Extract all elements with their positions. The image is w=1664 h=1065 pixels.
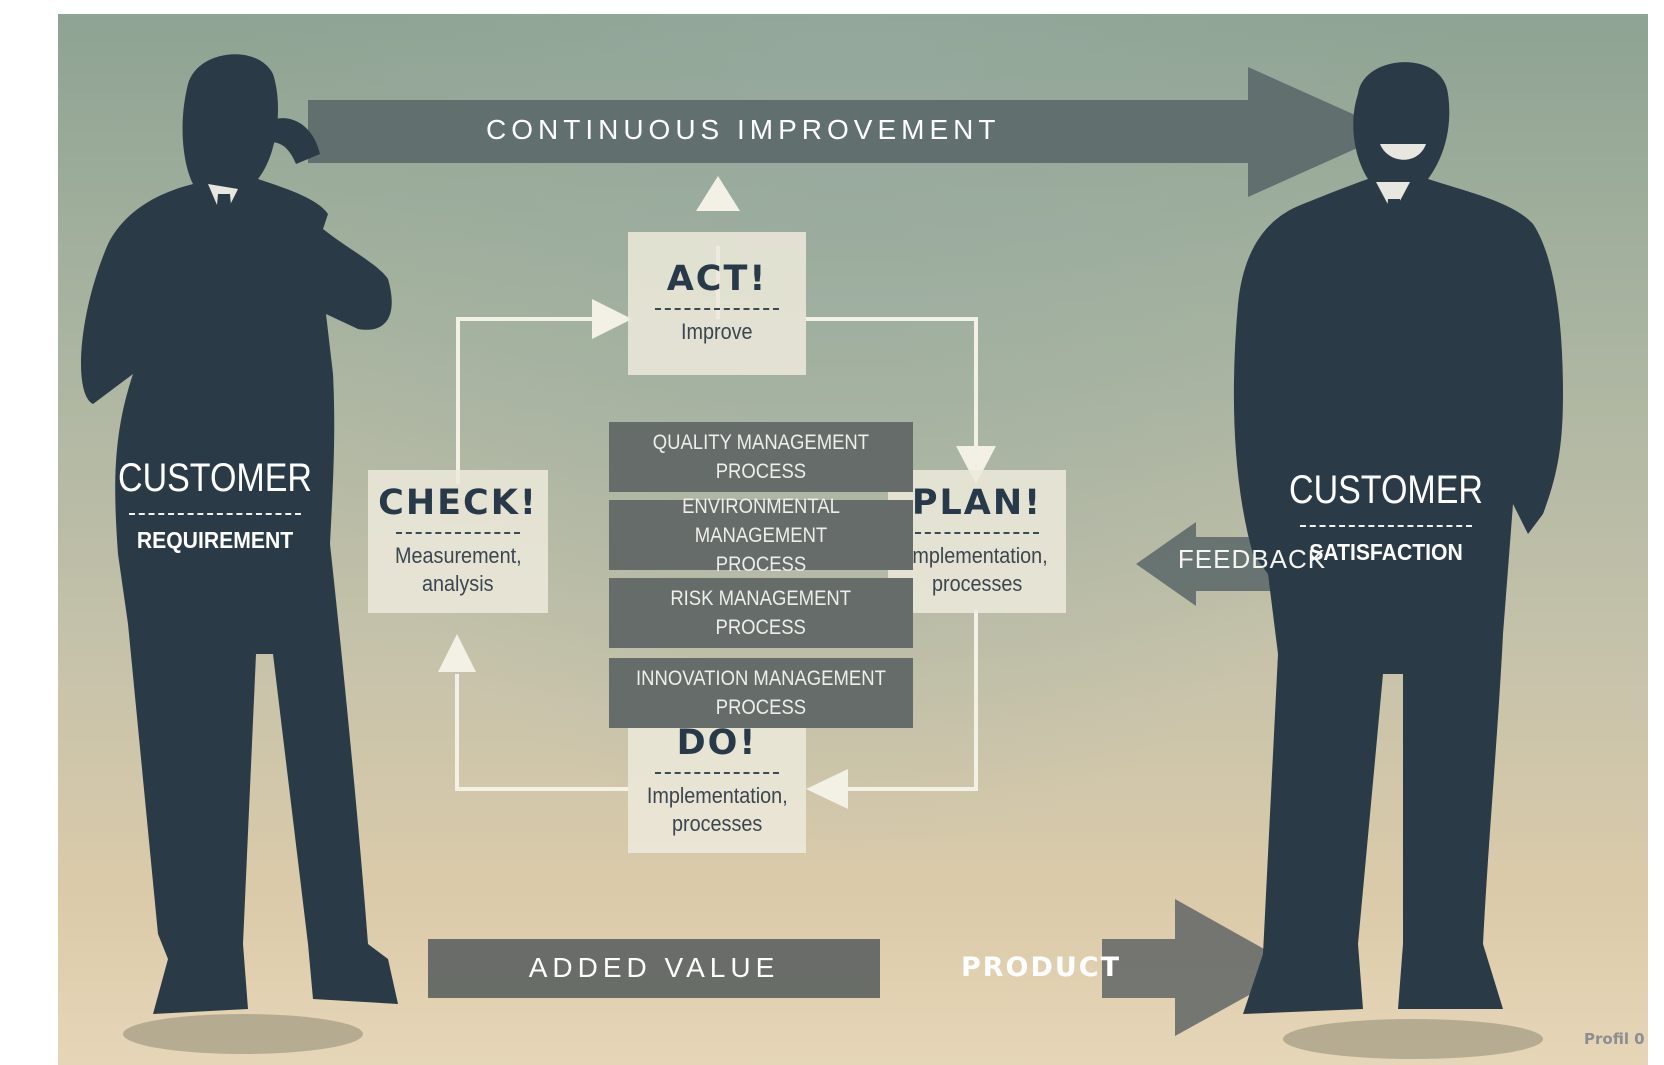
act-in-arrowhead [592,299,632,339]
do-subtitle-line1: Implementation, [646,782,788,808]
page-footer: Profil 0 [1584,1030,1645,1048]
customer-left-divider [129,513,301,515]
check-subtitle-line1: Measurement, [394,542,522,568]
product-label: PRODUCT [960,952,1122,983]
plan-box: PLAN! Implementation, processes [888,470,1066,613]
added-value-bar [428,939,880,998]
do-title: DO! [676,722,758,763]
customer-right-divider [1300,525,1472,527]
added-value-label: ADDED VALUE [528,952,780,983]
do-subtitle-line2: processes [671,810,763,836]
check-subtitle-line2: analysis [422,570,494,596]
check-title: CHECK! [378,482,538,523]
act-divider [655,307,779,310]
cycle-arrowheads [438,176,996,809]
product-arrow [1102,899,1298,1036]
diagram-panel: CONTINUOUS IMPROVEMENT ACT! Improve CHEC… [58,14,1648,1065]
process-environmental-line1: ENVIRONMENTAL MANAGEMENT [682,494,840,547]
act-subtitle: Improve [681,318,753,344]
continuous-improvement-arrow [308,67,1393,197]
do-box: DO! Implementation, processes [628,710,806,853]
do-to-check-line [455,674,628,791]
feedback-label: FEEDBACK [1177,544,1327,574]
do-divider [655,771,779,774]
plan-in-arrowhead [956,446,996,484]
process-environmental-line2: PROCESS [715,552,807,576]
plan-title: PLAN! [911,482,1043,523]
process-innovation-line1: INNOVATION MANAGEMENT [636,667,886,690]
check-in-arrowhead [438,634,476,672]
check-to-act-line [456,317,598,484]
do-in-arrowhead [806,769,848,809]
process-innovation-line2: PROCESS [715,696,807,719]
customer-right-silhouette [1233,62,1563,1059]
process-quality-line1: QUALITY MANAGEMENT [652,431,870,454]
check-divider [396,531,520,534]
continuous-improvement-label: CONTINUOUS IMPROVEMENT [486,114,1001,145]
act-to-plan-line [806,317,978,454]
plan-to-do-line [848,610,978,791]
act-title: ACT! [666,258,768,299]
plan-subtitle-line1: Implementation, [906,542,1048,568]
diagram-artwork [81,54,1563,1059]
process-box-risk: RISK MANAGEMENT PROCESS [609,578,913,648]
process-risk-line1: RISK MANAGEMENT [670,587,852,610]
process-risk-line2: PROCESS [715,616,807,639]
plan-subtitle-line2: processes [931,570,1023,596]
customer-right-label: CUSTOMER SATISFACTION [1266,468,1506,566]
process-quality-line2: PROCESS [715,460,807,483]
check-box: CHECK! Measurement, analysis [368,470,548,613]
customer-left-label: CUSTOMER REQUIREMENT [95,456,335,554]
act-box: ACT! Improve [628,232,806,375]
process-box-quality: QUALITY MANAGEMENT PROCESS [609,422,913,492]
customer-right-title: CUSTOMER [1289,468,1483,512]
plan-divider [915,531,1039,534]
customer-left-subtitle: REQUIREMENT [136,527,294,553]
customer-left-title: CUSTOMER [118,456,312,500]
customer-right-subtitle: SATISFACTION [1309,539,1463,565]
process-box-environmental: ENVIRONMENTAL MANAGEMENT PROCESS [609,495,913,576]
customer-left-silhouette [81,54,398,1054]
process-box-innovation: INNOVATION MANAGEMENT PROCESS [609,658,913,728]
act-up-arrowhead [696,176,740,211]
